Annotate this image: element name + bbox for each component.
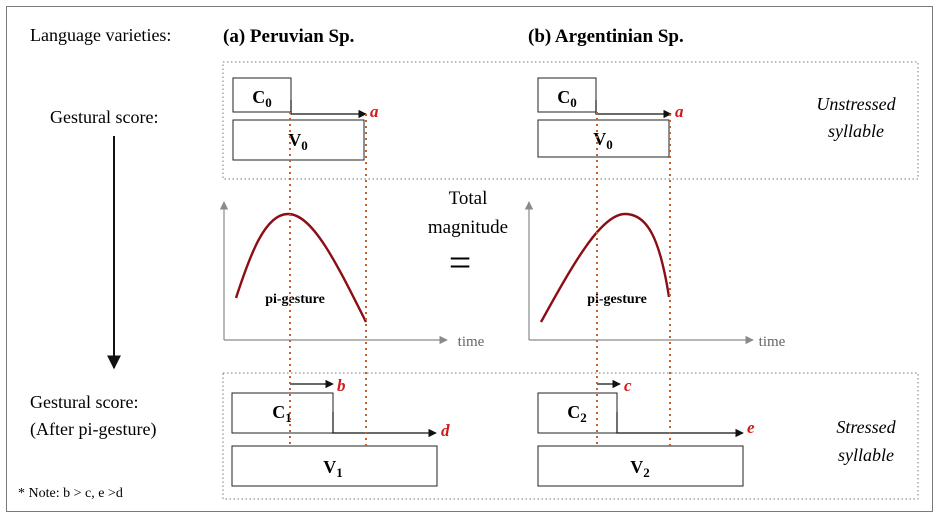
peruvian-marker-b: b [337, 376, 346, 395]
peruvian-v0-label: V0 [288, 130, 308, 153]
argentinian-c2-box [537, 392, 618, 434]
stressed-panel [222, 372, 919, 500]
argentinian-a-arrow [595, 100, 672, 119]
unstressed-label-line2: syllable [828, 121, 884, 141]
peruvian-marker-a: a [370, 102, 379, 121]
argentinian-gesture-plot: pi-gesture time [524, 201, 786, 350]
peruvian-c1-label: C1 [272, 402, 292, 425]
argentinian-c0-box [537, 77, 597, 113]
peruvian-d-arrow [332, 412, 437, 438]
argentinian-marker-e: e [747, 418, 755, 437]
peruvian-v1-box [231, 445, 438, 487]
peruvian-time-label: time [458, 334, 485, 350]
figure-frame [6, 6, 933, 512]
stressed-label-line2: syllable [838, 445, 894, 465]
argentinian-unstressed-score: C0 V0 a [537, 77, 684, 158]
peruvian-pi-gesture-curve [234, 212, 368, 323]
note-text: * Note: b > c, e >d [18, 486, 123, 501]
argentinian-stressed-score: C2 V2 c e [537, 376, 755, 487]
argentinian-pi-gesture-label: pi-gesture [587, 292, 647, 307]
argentinian-pi-gesture-curve [539, 212, 671, 323]
unstressed-label-line1: Unstressed [816, 94, 896, 114]
argentinian-v0-box [537, 119, 670, 158]
gestural-score-after-label-line2: (After pi-gesture) [30, 419, 156, 440]
peruvian-c0-box [232, 77, 292, 113]
equals-sign: = [449, 240, 472, 285]
argentinian-time-label: time [759, 334, 786, 350]
gestural-score-after-label-line1: Gestural score: [30, 392, 138, 412]
peruvian-c0-label: C0 [252, 87, 272, 110]
argentinian-e-arrow [616, 412, 744, 438]
peruvian-v0-box [232, 119, 365, 161]
stressed-label-line1: Stressed [836, 417, 896, 437]
argentinian-c0-label: C0 [557, 87, 577, 110]
argentinian-heading: (b) Argentinian Sp. [528, 26, 684, 47]
argentinian-v2-label: V2 [630, 457, 650, 480]
peruvian-unstressed-score: C0 V0 a [232, 77, 379, 161]
language-varieties-label: Language varieties: [30, 25, 171, 45]
total-magnitude-line2: magnitude [428, 217, 508, 238]
peruvian-stressed-score: C1 V1 b d [231, 376, 450, 487]
argentinian-marker-a: a [675, 102, 684, 121]
gestural-score-label: Gestural score: [50, 107, 158, 127]
peruvian-a-arrow [290, 100, 367, 119]
peruvian-v1-label: V1 [323, 457, 343, 480]
total-magnitude-line1: Total [449, 188, 488, 209]
peruvian-pi-gesture-label: pi-gesture [265, 292, 325, 307]
argentinian-c2-label: C2 [567, 402, 587, 425]
argentinian-v2-box [537, 445, 744, 487]
peruvian-heading: (a) Peruvian Sp. [223, 26, 354, 47]
argentinian-marker-c: c [624, 376, 632, 395]
peruvian-gesture-plot: pi-gesture time [219, 201, 485, 350]
peruvian-marker-d: d [441, 421, 450, 440]
unstressed-panel [222, 61, 919, 180]
